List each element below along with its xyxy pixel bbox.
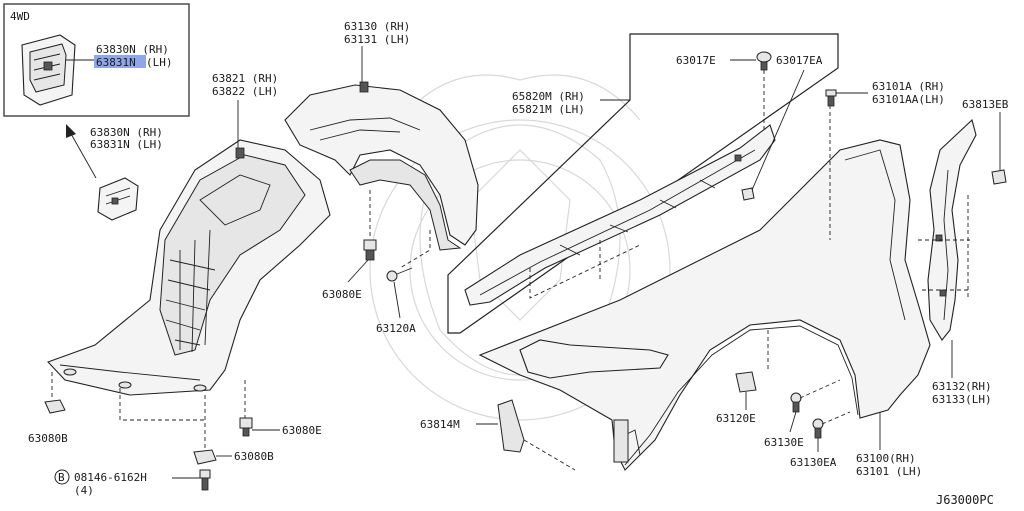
inset-bracket-part [21, 34, 76, 106]
inset-highlight [94, 55, 146, 68]
label-63822-lh: 63822 (LH) [212, 85, 278, 98]
part-fender-protector-rear [284, 81, 479, 251]
label-63080e-lower: 63080E [282, 424, 322, 437]
inset-label-rh: 63830N (RH) [96, 43, 169, 56]
label-63831n-lh: 63831N (LH) [90, 138, 163, 151]
label-63101-lh: 63101 (LH) [856, 465, 922, 478]
label-65821m-lh: 65821M (LH) [512, 103, 585, 116]
part-fender-protector-front [47, 139, 331, 396]
label-63120a: 63120A [376, 322, 416, 335]
clip-63080e-lower [239, 417, 280, 437]
bolt-63101a [825, 89, 868, 107]
inset-label-lh-suffix: (LH) [146, 56, 173, 69]
label-63101aa-lh: 63101AA(LH) [872, 93, 945, 106]
label-63100-rh: 63100(RH) [856, 452, 916, 465]
bolt-63130e [789, 392, 802, 433]
arrow-to-inset [66, 124, 97, 179]
clip-63813eb [991, 112, 1007, 185]
bolt-08146-6162h [54, 469, 211, 491]
inset-frame [3, 3, 190, 117]
label-63814m: 63814M [420, 418, 460, 431]
part-63814m-seal [476, 339, 669, 453]
label-63101a-rh: 63101A (RH) [872, 80, 945, 93]
part-63830n-bracket [97, 177, 139, 221]
label-63080b-lower: 63080B [234, 450, 274, 463]
diagram-code: J63000PC [936, 493, 994, 507]
part-65820m-rail [464, 124, 776, 306]
inset-4wd: 4WD 63830N (RH) 63831N (LH) [3, 3, 190, 117]
label-63017ea: 63017EA [776, 54, 823, 67]
clip-63080e-left [347, 239, 377, 283]
clip-63080b-left [44, 399, 66, 414]
label-63130ea: 63130EA [790, 456, 837, 469]
label-63130e: 63130E [764, 436, 804, 449]
part-63132-bracket [927, 118, 977, 341]
label-63813eb: 63813EB [962, 98, 1009, 111]
label-63133-lh: 63133(LH) [932, 393, 992, 406]
label-63131-lh: 63131 (LH) [344, 33, 410, 46]
label-63132-rh: 63132(RH) [932, 380, 992, 393]
label-63821-rh: 63821 (RH) [212, 72, 278, 85]
label-65820m-rh: 65820M (RH) [512, 90, 585, 103]
part-front-fender [478, 139, 931, 471]
label-63080b-left: 63080B [28, 432, 68, 445]
clip-63120e [735, 371, 757, 410]
bolt-63130ea [812, 418, 824, 452]
clip-63017e [730, 51, 772, 71]
label-63017e: 63017E [676, 54, 716, 67]
clip-63017ea [741, 69, 805, 201]
screw-63120a [386, 267, 413, 319]
label-08146: 08146-6162H [74, 471, 147, 484]
label-63120e: 63120E [716, 412, 756, 425]
label-08146-prefix: B [58, 471, 65, 484]
label-63830n-rh: 63830N (RH) [90, 126, 163, 139]
label-08146-qty: (4) [74, 484, 94, 497]
label-63080e-left: 63080E [322, 288, 362, 301]
label-63130-rh: 63130 (RH) [344, 20, 410, 33]
inset-title: 4WD [10, 10, 30, 23]
box-65820m [447, 33, 839, 334]
clip-63080b-lower [193, 449, 232, 465]
inset-label-lh-highlight: 63831N [96, 56, 136, 69]
